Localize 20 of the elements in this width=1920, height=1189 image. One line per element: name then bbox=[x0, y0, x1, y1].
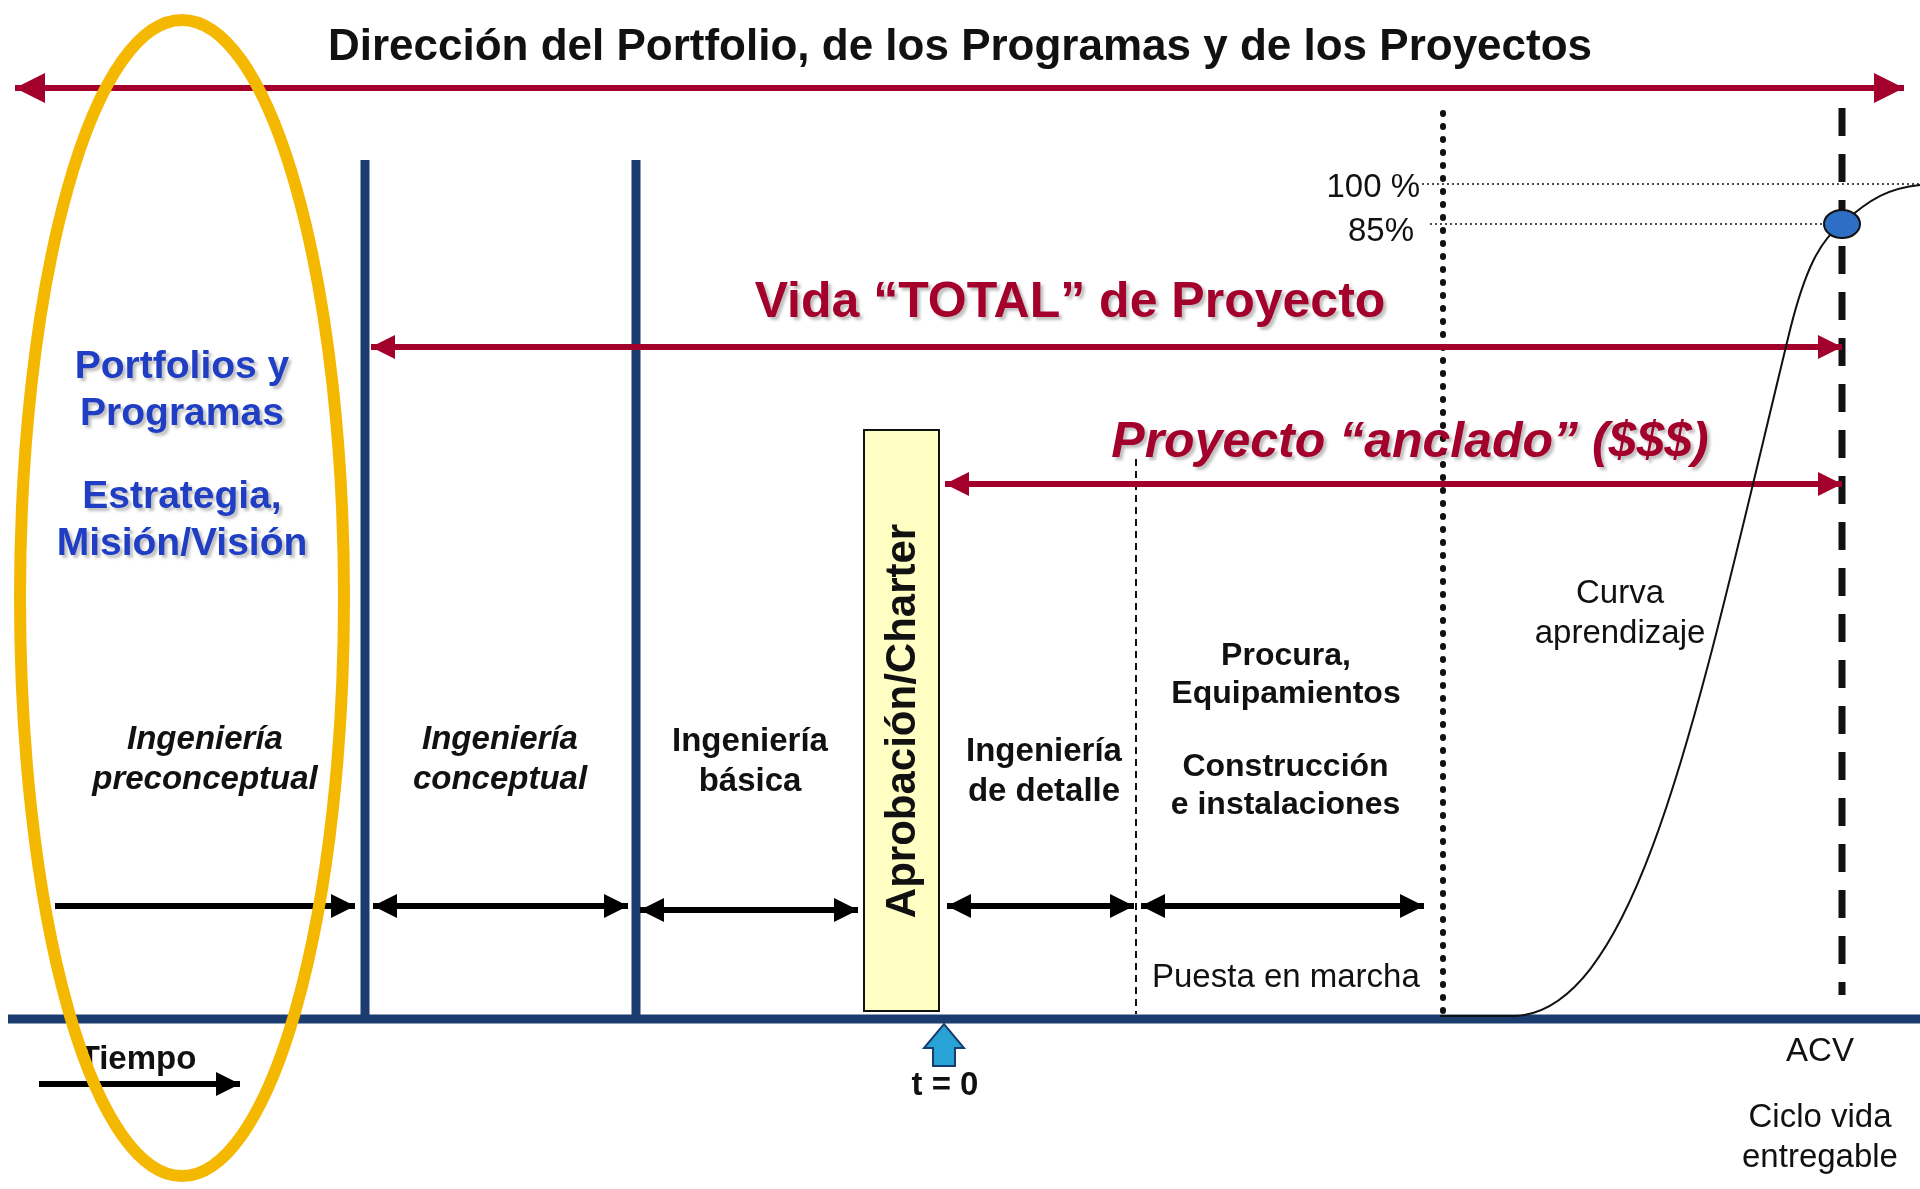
text-label: Aprobación/Charter bbox=[877, 523, 926, 918]
text-label: Ingeniería de detalle bbox=[965, 730, 1123, 810]
text-label: Ingeniería básica bbox=[671, 720, 829, 800]
text-label: Curva aprendizaje bbox=[1533, 572, 1707, 652]
text-label: Estrategia, Misión/Visión bbox=[55, 472, 309, 565]
text-label: 100 % bbox=[1325, 166, 1420, 206]
text-label: Vida “TOTAL” de Proyecto bbox=[753, 271, 1387, 330]
text-label: Ingeniería conceptual bbox=[411, 718, 589, 798]
text-label: t = 0 bbox=[910, 1064, 980, 1104]
text-label: Portfolios y Programas bbox=[73, 342, 291, 435]
milestone-box bbox=[863, 429, 940, 1012]
text-label: Puesta en marcha bbox=[1152, 956, 1421, 996]
text-label: Ingeniería preconceptual bbox=[90, 718, 320, 798]
text-label: Construcción e instalaciones bbox=[1170, 746, 1401, 823]
text-label: Proyecto “anclado” ($$$) bbox=[1110, 411, 1710, 470]
diagram-title: Dirección del Portfolio, de los Programas y de los Proyectos bbox=[326, 20, 1594, 70]
text-label: ACV bbox=[1785, 1030, 1855, 1070]
text-label: Ciclo vida entregable bbox=[1741, 1096, 1899, 1176]
text-label: Procura, Equipamientos bbox=[1170, 635, 1402, 712]
text-label: 85% bbox=[1346, 210, 1414, 250]
